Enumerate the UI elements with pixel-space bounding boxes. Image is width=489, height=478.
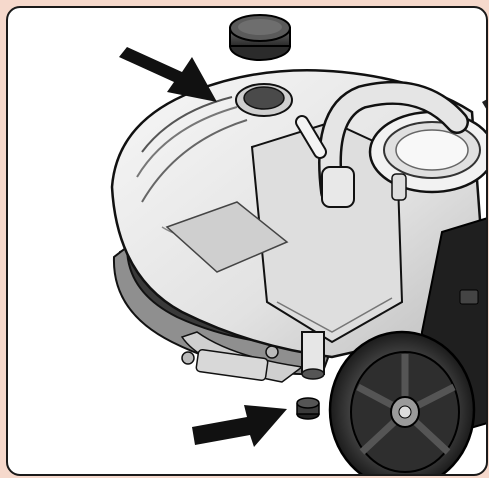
arrow-right-up-icon (192, 405, 287, 447)
arrow-right-down-icon (119, 47, 217, 102)
machine-illustration (6, 6, 488, 476)
tank-cap-icon (230, 15, 290, 60)
rear-wheel (330, 332, 474, 476)
drain-plug-icon (297, 398, 319, 419)
illustration-frame (6, 6, 488, 476)
drain-spout (302, 332, 324, 379)
fill-opening (236, 84, 292, 116)
